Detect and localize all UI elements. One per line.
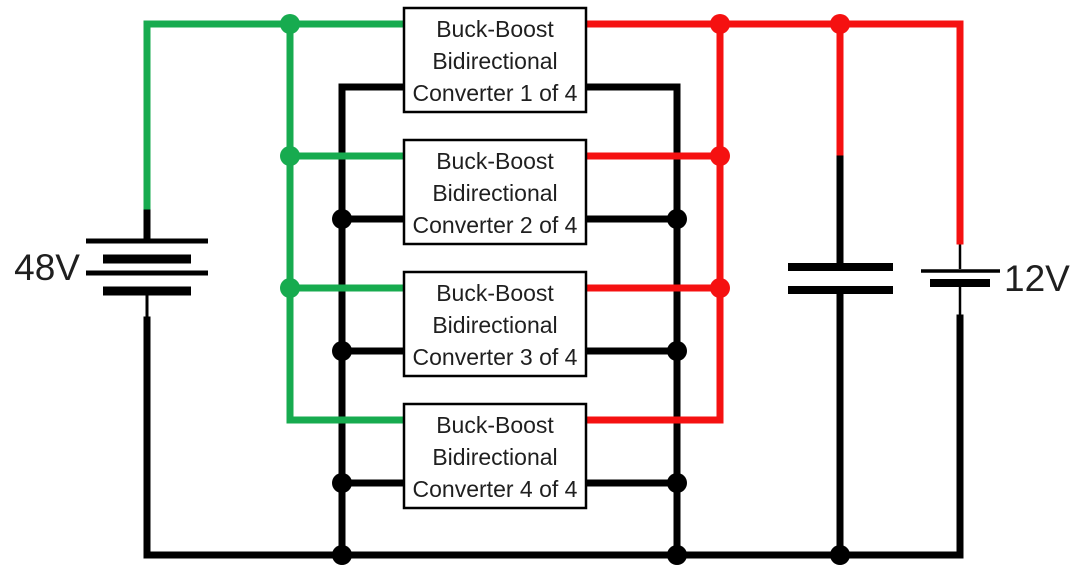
junction-dot-gnd-right-bottom [667, 545, 687, 565]
converter-box-1: Buck-Boost Bidirectional Converter 1 of … [402, 6, 588, 114]
converter-box-3-outline [402, 270, 588, 378]
junction-dots [280, 14, 850, 565]
junction-dot-gnd-left-row3 [332, 341, 352, 361]
hv-positive-main-wire [143, 20, 408, 210]
converter-box-2: Buck-Boost Bidirectional Converter 2 of … [402, 138, 588, 246]
junction-dot-hv-row3 [280, 278, 300, 298]
converter-2-label-line-2: Bidirectional [432, 180, 557, 206]
converter-4-label-line-2: Bidirectional [432, 444, 557, 470]
converter-1-label-line-1: Buck-Boost [436, 16, 554, 42]
junction-dot-gnd-capacitor-bottom [830, 545, 850, 565]
junction-dot-lv-row2 [710, 146, 730, 166]
junction-dot-gnd-left-row2 [332, 209, 352, 229]
converter-3-label-line-1: Buck-Boost [436, 280, 554, 306]
converter-box-4: Buck-Boost Bidirectional Converter 4 of … [402, 402, 588, 510]
battery-12v-label: 12V [1004, 258, 1070, 299]
converter-box-2-outline [402, 138, 588, 246]
junction-dot-gnd-left-row4 [332, 473, 352, 493]
capacitor-symbol [788, 263, 893, 294]
battery-12v-symbol [921, 269, 1000, 287]
hv-positive-network [143, 20, 408, 424]
junction-dot-lv-capacitor [830, 14, 850, 34]
converter-left-ground-bus-wire [338, 83, 408, 559]
converter-3-label-line-2: Bidirectional [432, 312, 557, 338]
ground-bus-wire [143, 314, 964, 559]
converter-4-label-line-1: Buck-Boost [436, 412, 554, 438]
junction-dot-lv-row3 [710, 278, 730, 298]
converter-2-label-line-1: Buck-Boost [436, 148, 554, 174]
junction-dot-gnd-left-bottom [332, 545, 352, 565]
junction-dot-hv-row2 [280, 146, 300, 166]
converter-4-label-line-3: Converter 4 of 4 [413, 476, 578, 502]
converter-boxes: Buck-Boost Bidirectional Converter 1 of … [402, 6, 588, 510]
lv-positive-main-wire [582, 20, 964, 245]
battery-48v-symbol [86, 238, 208, 296]
converter-1-label-line-3: Converter 1 of 4 [413, 80, 578, 106]
junction-dot-hv-row1 [280, 14, 300, 34]
junction-dot-lv-row1 [710, 14, 730, 34]
converter-box-4-outline [402, 402, 588, 510]
junction-dot-gnd-right-row4 [667, 473, 687, 493]
junction-dot-gnd-right-row2 [667, 209, 687, 229]
battery-48v-label: 48V [14, 247, 80, 288]
converter-box-1-outline [402, 6, 588, 114]
junction-dot-gnd-right-row3 [667, 341, 687, 361]
converter-right-ground-bus-wire [582, 83, 681, 559]
ground-network [143, 83, 964, 559]
converter-box-3: Buck-Boost Bidirectional Converter 3 of … [402, 270, 588, 378]
converter-1-label-line-2: Bidirectional [432, 48, 557, 74]
converter-2-label-line-3: Converter 2 of 4 [413, 212, 578, 238]
converter-3-label-line-3: Converter 3 of 4 [413, 344, 578, 370]
